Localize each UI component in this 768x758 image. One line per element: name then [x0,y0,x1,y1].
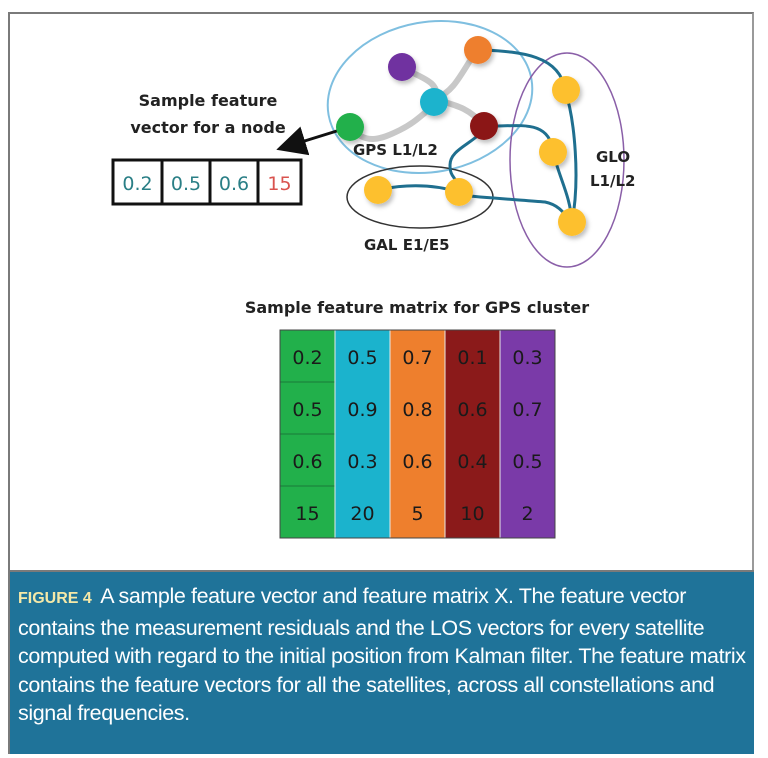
gps-cluster-outline [326,20,534,174]
feature-vector: 0.2 0.5 0.6 15 [111,158,303,206]
node-gal-2 [445,178,473,206]
glo-cluster-label-1: GLO [596,148,630,166]
matrix-cell-value: 0.8 [402,399,432,421]
vector-cell-value: 0.5 [171,173,201,195]
matrix-cell-value: 5 [411,503,423,525]
node-purple [388,53,416,81]
vector-cell-value: 0.2 [122,173,152,195]
vector-cell-value: 0.6 [219,173,249,195]
matrix-title: Sample feature matrix for GPS cluster [245,298,589,317]
gal-cluster-label: GAL E1/E5 [364,236,450,254]
node-glo-1 [552,76,580,104]
feature-matrix: 0.2 0.5 0.6 15 0.5 0.9 0.3 20 0.7 0.8 0.6 5 0.1 0.6 0.… [279,329,556,539]
node-dark-red [470,112,498,140]
figure-diagram: GPS L1/L2 GAL E1/E5 GLO L1/L2 Sample fea… [10,20,754,572]
vector-cell-value: 15 [267,173,291,195]
figure-label: FIGURE 4 [18,590,92,607]
node-glo-2 [539,138,567,166]
matrix-cell-value: 2 [521,503,533,525]
vector-cell [111,158,164,206]
matrix-column [335,330,390,538]
matrix-column [500,330,555,538]
glo-cluster-label-2: L1/L2 [590,172,635,190]
vector-cell [160,158,212,206]
glo-cluster-outline [509,52,625,268]
node-glo-3 [558,208,586,236]
matrix-cell-value: 0.7 [512,399,542,421]
matrix-cell-value: 0.5 [292,399,322,421]
matrix-cell-value: 10 [460,503,484,525]
matrix-cell-value: 0.3 [512,347,542,369]
vector-cell [256,158,303,206]
gps-edges [347,47,487,142]
node-gal-1 [364,176,392,204]
matrix-cell-value: 0.1 [457,347,487,369]
node-cyan [420,88,448,116]
matrix-cell-value: 0.6 [457,399,487,421]
caption-text: A sample feature vector and feature matr… [18,584,746,725]
figure-caption: FIGURE 4 A sample feature vector and fea… [10,572,754,754]
matrix-cell-value: 0.3 [347,451,377,473]
matrix-column [445,330,500,538]
matrix-cell-value: 0.6 [292,451,322,473]
node-green [336,113,364,141]
matrix-cell-value: 0.6 [402,451,432,473]
gps-cluster-label: GPS L1/L2 [353,141,438,159]
matrix-cell-value: 0.2 [292,347,322,369]
matrix-column [390,330,445,538]
matrix-cell-value: 0.4 [457,451,487,473]
edge-glo1-glo3 [563,88,578,224]
vector-title-line1: Sample feature [139,91,278,110]
node-orange [464,36,492,64]
matrix-cell-value: 0.5 [347,347,377,369]
matrix-cell-value: 0.7 [402,347,432,369]
matrix-border [279,329,556,539]
matrix-cell-value: 20 [350,503,374,525]
vector-cell [208,158,260,206]
pointer-arrow [276,126,341,156]
matrix-cell-value: 15 [295,503,319,525]
matrix-cell-value: 0.5 [512,451,542,473]
matrix-cell-value: 0.9 [347,399,377,421]
vector-title-line2: vector for a node [130,118,285,137]
